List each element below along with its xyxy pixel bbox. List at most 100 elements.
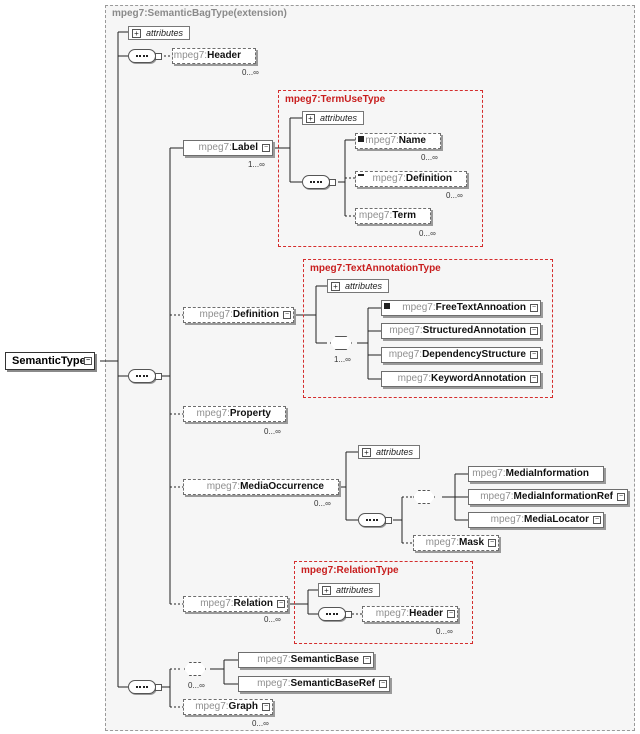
attributes-group[interactable]: + attributes [327,279,389,293]
element-prefix: mpeg7: [425,537,459,548]
expand-plus-icon[interactable]: + [331,282,340,291]
element-dependencystructure[interactable]: mpeg7:DependencyStructure − [381,347,541,363]
element-prefix: mpeg7: [372,173,406,184]
element-medialocator[interactable]: mpeg7:MediaLocator − [468,512,604,528]
element-label[interactable]: mpeg7:Label − [183,140,273,156]
collapse-icon[interactable]: − [530,327,538,335]
sequence-compositor[interactable] [128,369,162,383]
element-freetextannotation[interactable]: mpeg7:FreeTextAnnoation − [381,300,541,316]
sequence-icon [136,686,148,690]
element-prefix: mpeg7: [200,598,234,609]
root-element-label: SemanticType [12,355,86,367]
attributes-group[interactable]: + attributes [358,445,420,459]
element-name: FreeTextAnnoation [435,302,526,313]
element-keywordannotation[interactable]: mpeg7:KeywordAnnotation − [381,371,541,387]
choice-compositor[interactable] [413,490,435,504]
attributes-group[interactable]: + attributes [302,111,364,125]
attributes-group[interactable]: + attributes [128,26,190,40]
element-name: Relation [233,598,273,609]
element-prefix: mpeg7: [257,654,291,665]
collapse-icon[interactable]: − [593,516,601,524]
element-prefix: mpeg7: [206,481,241,492]
element-relation[interactable]: mpeg7:Relation − [183,596,288,612]
attributes-label: attributes [336,585,374,595]
collapse-icon[interactable] [155,53,162,60]
collapse-icon[interactable]: − [363,656,371,664]
expand-plus-icon[interactable]: + [306,114,315,123]
element-prefix: mpeg7: [389,325,423,336]
collapse-icon[interactable] [155,684,162,691]
element-prefix: mpeg7: [365,135,399,146]
element-prefix: mpeg7: [375,608,410,619]
sequence-compositor[interactable] [128,49,162,63]
element-name: StructuredAnnotation [422,325,526,336]
collapse-icon[interactable]: − [530,351,538,359]
collapse-icon[interactable]: − [488,539,496,547]
root-element-semantictype[interactable]: SemanticType − [5,352,95,370]
expand-plus-icon[interactable]: + [362,448,371,457]
element-term[interactable]: mpeg7:Term [355,208,431,224]
element-name-field[interactable]: mpeg7:Name [355,133,441,149]
element-name: DependencyStructure [422,349,526,360]
expand-plus-icon[interactable]: + [132,29,141,38]
element-semanticbaseref[interactable]: mpeg7:SemanticBaseRef − [238,676,390,692]
sequence-compositor[interactable] [302,175,336,189]
element-name: Term [392,210,416,221]
collapse-icon[interactable]: − [379,680,387,688]
element-name: MediaLocator [523,514,589,525]
cardinality: 1...∞ [248,160,265,169]
type-title: mpeg7:RelationType [301,565,399,576]
collapse-icon[interactable] [345,611,352,618]
element-name: Mask [458,537,484,548]
sequence-compositor[interactable] [358,513,392,527]
element-structuredannotation[interactable]: mpeg7:StructuredAnnotation − [381,323,541,339]
sequence-compositor[interactable] [318,607,352,621]
element-definition-field[interactable]: mpeg7:Definition [355,171,467,187]
sequence-compositor[interactable] [128,680,162,694]
expand-plus-icon[interactable]: + [322,586,331,595]
element-header[interactable]: mpeg7:Header [172,48,256,64]
collapse-icon[interactable]: − [283,311,291,319]
collapse-icon[interactable]: − [262,703,270,711]
collapse-icon[interactable] [329,179,336,186]
collapse-icon[interactable]: − [84,357,92,365]
cardinality: 0...∞ [188,681,205,690]
sequence-icon [136,55,148,59]
collapse-icon[interactable]: − [447,610,455,618]
element-mediainformationref[interactable]: mpeg7:MediaInformationRef − [468,489,628,505]
element-prefix: mpeg7: [198,142,232,153]
element-property[interactable]: mpeg7:Property [183,406,286,422]
sequence-icon [136,375,148,379]
element-mediainformation[interactable]: mpeg7:MediaInformation [468,466,604,482]
element-mediaoccurrence[interactable]: mpeg7:MediaOccurrence [183,479,339,495]
type-title: mpeg7:TermUseType [285,94,386,105]
attributes-label: attributes [320,113,358,123]
collapse-icon[interactable] [155,373,162,380]
element-definition[interactable]: mpeg7:Definition − [183,307,294,323]
element-graph[interactable]: mpeg7:Graph − [183,699,273,715]
element-mask[interactable]: mpeg7:Mask − [413,535,499,551]
element-relation-header[interactable]: mpeg7:Header − [362,606,458,622]
element-prefix: mpeg7: [402,302,436,313]
element-name: SemanticBase [290,654,359,665]
collapse-icon[interactable]: − [262,144,270,152]
element-name: MediaOccurrence [240,481,324,492]
attributes-label: attributes [345,281,383,291]
element-semanticbase[interactable]: mpeg7:SemanticBase − [238,652,374,668]
collapse-icon[interactable]: − [530,375,538,383]
element-name: Property [229,408,271,419]
cardinality: 1...∞ [334,355,351,364]
attributes-label: attributes [146,28,184,38]
attributes-group[interactable]: + attributes [318,583,380,597]
cardinality: 0...∞ [264,615,281,624]
collapse-icon[interactable]: − [530,304,538,312]
choice-compositor[interactable] [330,336,352,350]
collapse-icon[interactable]: − [617,493,625,501]
collapse-icon[interactable] [385,517,392,524]
element-prefix: mpeg7: [173,50,208,61]
choice-compositor[interactable] [184,662,206,676]
collapse-icon[interactable]: − [277,600,285,608]
type-title: mpeg7:TextAnnotationType [310,263,441,274]
cardinality: 0...∞ [436,627,453,636]
